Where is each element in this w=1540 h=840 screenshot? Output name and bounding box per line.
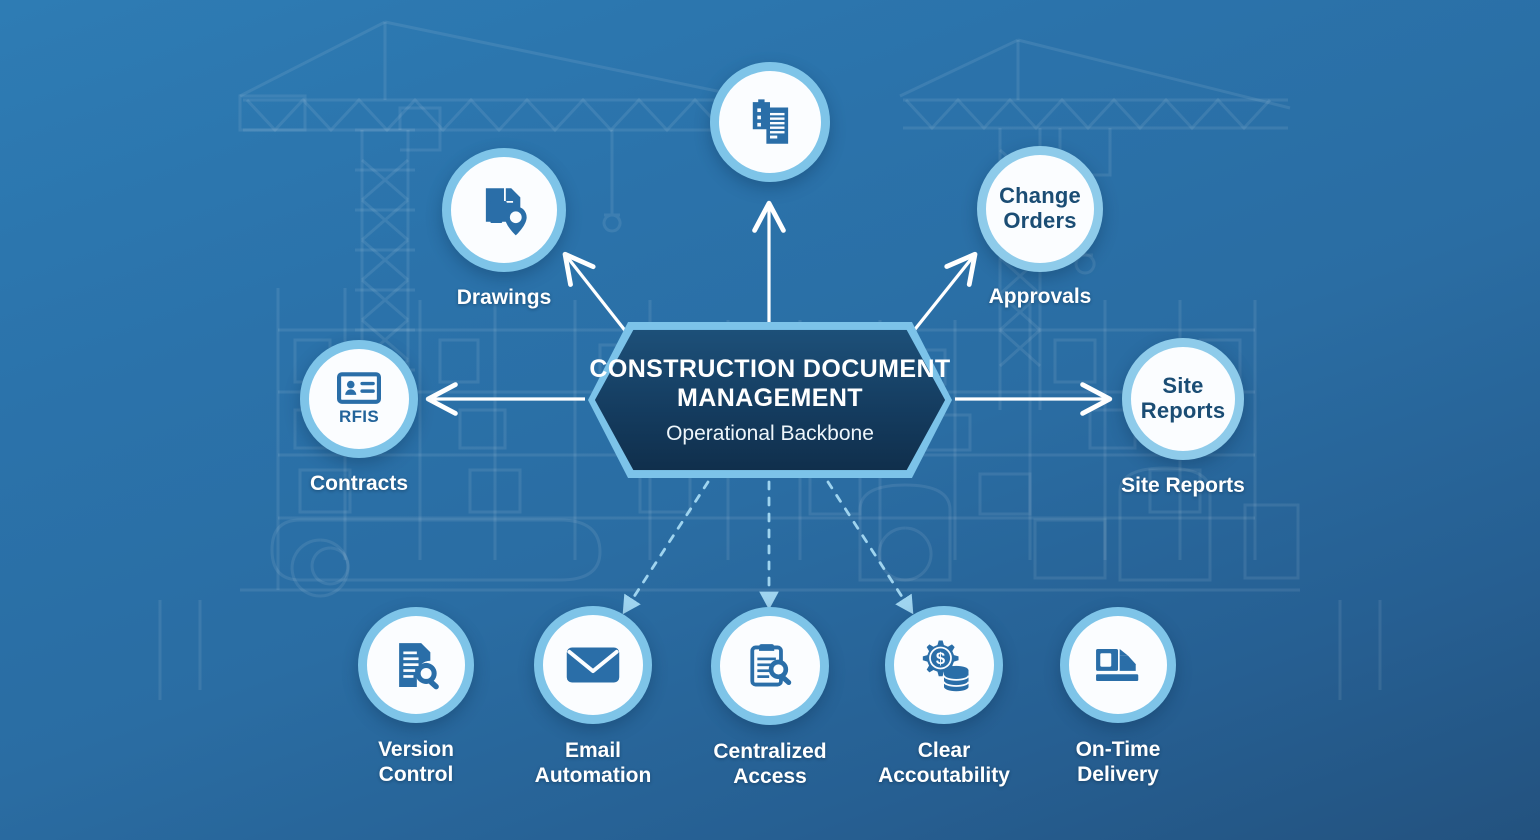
version-control-caption: Version Control — [378, 738, 454, 786]
approvals-caption: Approvals — [988, 285, 1092, 308]
delivery-truck-icon — [1096, 648, 1139, 682]
centralized-access-caption: Centralized Access — [713, 740, 827, 788]
drawings-caption: Drawings — [456, 286, 552, 309]
node-centralized-access[interactable]: Centralized Access — [710, 607, 830, 790]
contracts-bubble[interactable]: RFIS — [300, 340, 418, 458]
hub-text-group: CONSTRUCTION DOCUMENT MANAGEMENT Operati… — [588, 322, 952, 478]
stacked-documents-icon — [752, 99, 789, 144]
hub-subtitle: Operational Backbone — [666, 421, 874, 445]
on-time-delivery-caption: On-Time Delivery — [1075, 738, 1161, 786]
contracts-caption: Contracts — [309, 472, 409, 495]
approvals-bubble[interactable]: Change Orders — [977, 146, 1103, 272]
clear-accountability-bubble[interactable]: $ — [885, 606, 1003, 724]
drawings-bubble[interactable] — [442, 148, 566, 272]
centralized-access-bubble[interactable] — [711, 607, 829, 725]
on-time-delivery-bubble[interactable] — [1060, 607, 1176, 723]
hub-title: CONSTRUCTION DOCUMENT MANAGEMENT — [589, 354, 951, 412]
central-hub[interactable]: CONSTRUCTION DOCUMENT MANAGEMENT Operati… — [588, 322, 952, 478]
node-site-reports[interactable]: Site Reports Site Reports — [1121, 338, 1245, 499]
envelope-icon — [566, 647, 620, 683]
node-drawings[interactable]: Drawings — [440, 148, 568, 311]
node-approvals[interactable]: Change Orders Approvals — [976, 146, 1104, 310]
clipboard-magnifier-icon — [750, 644, 792, 687]
version-control-bubble[interactable] — [358, 607, 474, 723]
node-clear-accountability[interactable]: $ Clear Accoutability — [878, 606, 1010, 789]
site-reports-bubble[interactable]: Site Reports — [1122, 338, 1244, 460]
node-email-automation[interactable]: Email Automation — [533, 606, 653, 789]
documents-bubble[interactable] — [710, 62, 830, 182]
clear-accountability-caption: Clear Accoutability — [878, 739, 1010, 787]
rfis-label: RFIS — [339, 407, 379, 426]
document-location-pin-icon — [485, 188, 527, 236]
email-automation-caption: Email Automation — [534, 739, 652, 787]
site-reports-caption: Site Reports — [1121, 474, 1245, 497]
change-orders-text: Change Orders — [999, 183, 1081, 233]
node-on-time-delivery[interactable]: On-Time Delivery — [1059, 607, 1177, 788]
site-reports-text: Site Reports — [1140, 373, 1226, 423]
node-documents[interactable] — [709, 62, 831, 182]
email-automation-bubble[interactable] — [534, 606, 652, 724]
svg-text:$: $ — [936, 649, 945, 668]
gear-dollar-coins-icon: $ — [922, 640, 970, 692]
document-magnifier-icon — [399, 643, 439, 690]
node-contracts[interactable]: RFIS Contracts — [299, 340, 419, 497]
hub-hexagon-fill — [594, 329, 946, 471]
node-version-control[interactable]: Version Control — [357, 607, 475, 788]
id-card-icon — [337, 372, 381, 404]
